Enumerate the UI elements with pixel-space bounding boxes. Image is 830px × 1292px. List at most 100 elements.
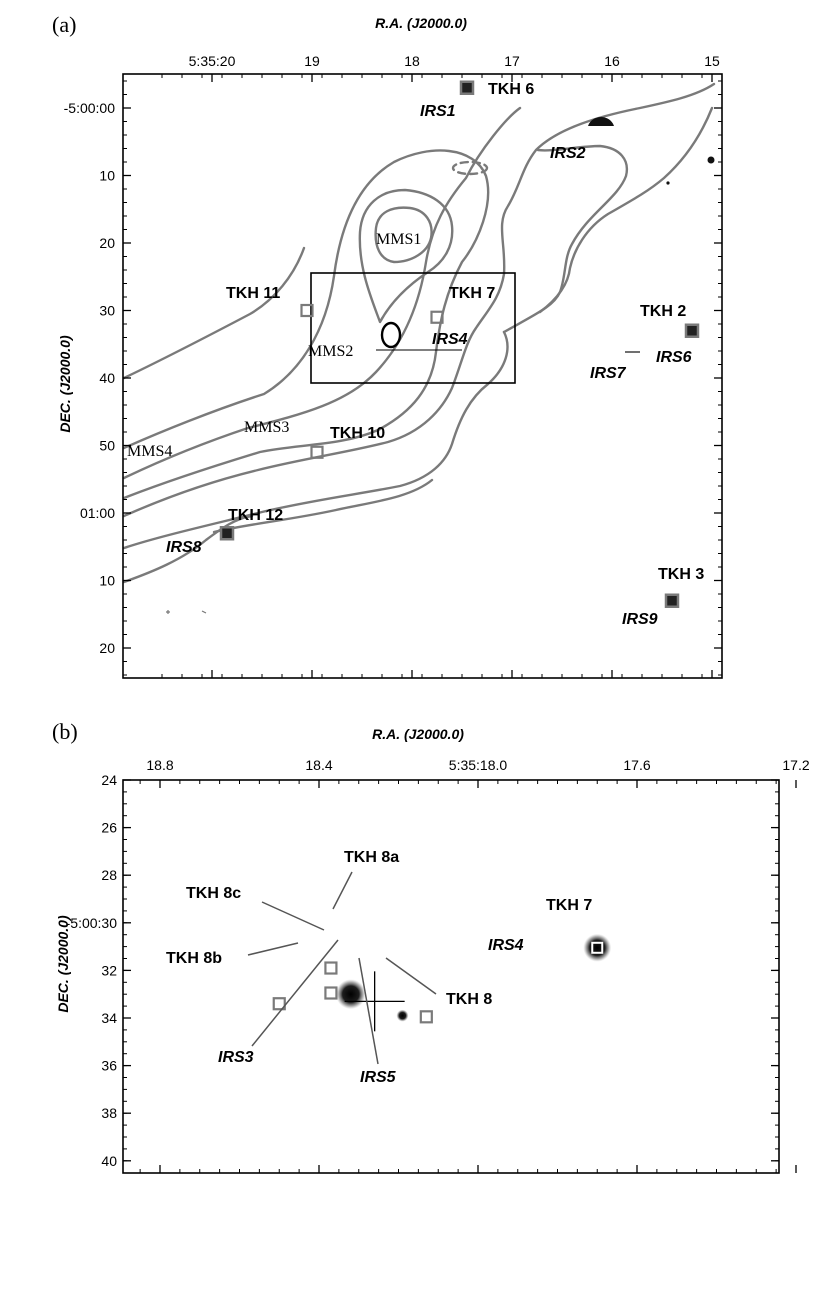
x-tick-label-a: 17 (504, 53, 520, 69)
label-irs6: IRS6 (656, 349, 692, 366)
source-marker (310, 445, 324, 459)
label-tkh8b: TKH 8b (166, 950, 222, 967)
leader-irs3 (251, 939, 339, 1047)
y-tick-label-a: 40 (99, 370, 115, 386)
irs4-emission (583, 933, 612, 962)
contour-layer (122, 82, 716, 584)
contour-outer-1 (122, 149, 490, 500)
label-irs4: IRS4 (432, 331, 468, 348)
plot-frame-b (122, 779, 780, 1174)
y-tick-label-b: 40 (101, 1153, 117, 1169)
y-tick-label-a: 01:00 (80, 505, 115, 521)
label-tkh7: TKH 7 (449, 285, 495, 302)
label-irs5: IRS5 (360, 1069, 397, 1086)
source-marker-tkh7 (591, 941, 604, 954)
y-tick-label-a: 50 (99, 438, 115, 454)
x-axis-title-a: R.A. (J2000.0) (375, 15, 467, 31)
y-axis-title-b: DEC. (J2000.0) (55, 915, 71, 1013)
y-tick-label-b: 34 (101, 1010, 117, 1026)
sources-b (272, 933, 612, 1032)
label-tkh12: TKH 12 (228, 507, 283, 524)
source-marker-b (419, 1010, 433, 1024)
label-irs7: IRS7 (590, 365, 627, 382)
label-irs2: IRS2 (550, 145, 586, 162)
label-tkh8: TKH 8 (446, 991, 492, 1008)
contour-outer-4 (122, 330, 509, 550)
source-marker-filled (219, 526, 235, 541)
ticks-a: 5:35:20 19 18 17 16 15 -5:00:00 10 20 30 40 50 01:00… (64, 53, 722, 678)
label-irs9: IRS9 (622, 611, 658, 628)
y-tick-label-a: 10 (99, 573, 115, 589)
label-tkh10: TKH 10 (330, 425, 385, 442)
y-tick-label-b: 32 (101, 962, 117, 978)
x-tick-label-a: 16 (604, 53, 620, 69)
x-axis-title-b: R.A. (J2000.0) (372, 726, 464, 742)
label-irs8: IRS8 (166, 539, 202, 556)
label-mms4: MMS4 (127, 443, 172, 460)
x-tick-label-b: 18.4 (305, 757, 332, 773)
panel-a: (a) R.A. (J2000.0) DEC. (J2000.0) (52, 12, 723, 679)
source-marker-b (272, 997, 286, 1011)
x-tick-label-b: 17.6 (623, 757, 650, 773)
irs2-emission (588, 117, 614, 126)
y-tick-label-a: 10 (99, 168, 115, 184)
x-tick-label-a: 15 (704, 53, 720, 69)
y-tick-label-b: 28 (101, 867, 117, 883)
label-mms1: MMS1 (376, 231, 421, 248)
label-tkh8a: TKH 8a (344, 849, 399, 866)
y-tick-label-b: 38 (101, 1105, 117, 1121)
panel-letter-b: (b) (52, 719, 78, 744)
contour-mms1-middle (358, 188, 454, 324)
label-mms2: MMS2 (308, 343, 353, 360)
x-tick-label-a: 5:35:20 (189, 53, 236, 69)
y-tick-label-a: 20 (99, 235, 115, 251)
source-marker (300, 303, 314, 318)
y-tick-label-a: 30 (99, 303, 115, 319)
leader-tkh8 (385, 957, 437, 995)
emission-dot-east (707, 156, 715, 164)
y-tick-label-b: 24 (101, 772, 117, 788)
x-tick-label-a: 18 (404, 53, 420, 69)
source-marker-b (324, 986, 338, 1000)
x-tick-label-a: 19 (304, 53, 320, 69)
contour-sw-edge (212, 478, 434, 534)
label-tkh3: TKH 3 (658, 566, 704, 583)
panel-letter-a: (a) (52, 12, 76, 37)
source-marker-b (324, 961, 338, 975)
contour-dashed-ellipse (451, 160, 489, 176)
x-tick-label-b: 18.8 (146, 757, 173, 773)
ticks-b: 18.8 18.4 5:35:18.0 17.6 17.2 24 26 28 -5:00:30 3… (66, 757, 810, 1173)
irs5-emission (396, 1009, 409, 1022)
contour-sw-hook (122, 514, 254, 584)
y-tick-label-b: 26 (101, 820, 117, 836)
source-marker-filled (684, 323, 700, 338)
y-tick-label-b: 36 (101, 1058, 117, 1074)
label-irs4-b: IRS4 (488, 937, 524, 954)
contour-east-edge (538, 106, 714, 314)
leader-tkh8b (247, 942, 299, 956)
y-tick-label-a: 20 (99, 640, 115, 656)
label-tkh11: TKH 11 (226, 285, 280, 302)
irs3-emission (335, 979, 366, 1010)
sources-a (219, 80, 700, 608)
label-mms3: MMS3 (244, 419, 289, 436)
label-irs3: IRS3 (218, 1049, 254, 1066)
y-axis-title-a: DEC. (J2000.0) (57, 335, 73, 433)
y-tick-label-b: -5:00:30 (66, 915, 118, 931)
label-irs1: IRS1 (420, 103, 456, 120)
leader-tkh8c (261, 901, 325, 931)
leader-irs5 (358, 957, 379, 1065)
contour-mms2-core (380, 321, 402, 349)
label-tkh8c: TKH 8c (186, 885, 241, 902)
x-tick-label-b: 17.2 (782, 757, 809, 773)
x-tick-label-b: 5:35:18.0 (449, 757, 508, 773)
label-tkh7-b: TKH 7 (546, 897, 592, 914)
plot-frame-a (122, 73, 723, 679)
y-tick-label-a: -5:00:00 (64, 100, 116, 116)
source-marker-filled (664, 593, 680, 608)
label-tkh2: TKH 2 (640, 303, 686, 320)
emission-dot-small (666, 181, 670, 185)
source-marker-filled (459, 80, 475, 95)
